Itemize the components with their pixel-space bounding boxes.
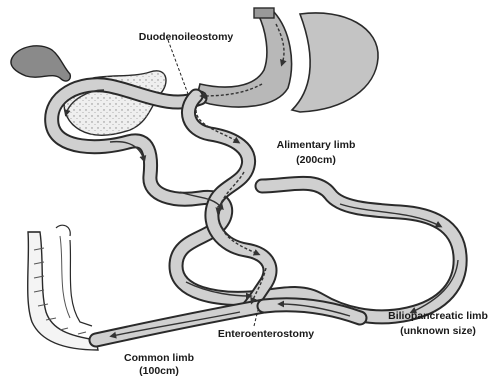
duodenoileostomy-leader: [168, 40, 188, 94]
label-common-limb: Common limb: [124, 352, 194, 364]
label-biliopancreatic-limb: Biliopancreatic limb: [388, 310, 488, 322]
esophagus-stump: [254, 8, 274, 18]
gallbladder: [11, 46, 70, 81]
label-biliopancreatic-size: (unknown size): [400, 325, 476, 337]
resected-stomach: [292, 13, 378, 112]
label-enteroenterostomy: Enteroenterostomy: [218, 328, 314, 340]
label-duodenoileostomy: Duodenoileostomy: [139, 31, 234, 43]
colon: [28, 225, 98, 350]
label-alimentary-limb: Alimentary limb: [277, 139, 356, 151]
label-alimentary-size: (200cm): [296, 154, 336, 166]
stomach: [196, 8, 378, 112]
label-common-size: (100cm): [139, 365, 179, 376]
